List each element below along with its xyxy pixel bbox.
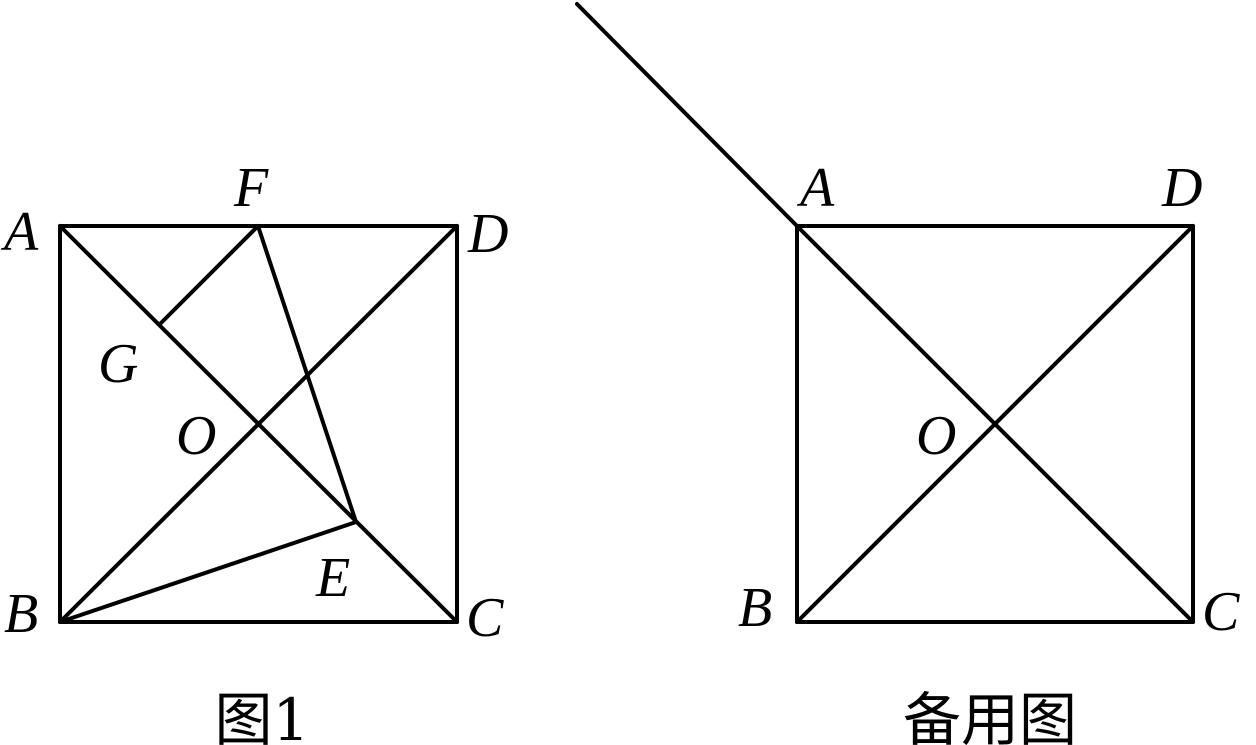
figure-2: A D O B C 备用图 xyxy=(575,2,1240,745)
diagonal-BD xyxy=(58,224,459,624)
label-E: E xyxy=(315,547,350,609)
diagonal-BD xyxy=(795,224,1195,624)
label-A: A xyxy=(0,201,39,263)
label-F: F xyxy=(233,157,269,219)
label-C: C xyxy=(1202,581,1240,643)
label-G: G xyxy=(98,333,138,395)
label-B: B xyxy=(738,577,772,639)
label-O: O xyxy=(916,405,956,467)
segment-FG xyxy=(158,224,260,326)
extension-line-through-A xyxy=(575,2,799,228)
caption-figure-1: 图1 xyxy=(215,686,310,745)
label-A: A xyxy=(796,157,835,219)
label-O: O xyxy=(176,405,216,467)
segment-BE xyxy=(58,520,358,624)
label-C: C xyxy=(466,587,504,649)
label-D: D xyxy=(1161,157,1202,219)
figure-1: A F D G O E B C 图1 xyxy=(0,157,508,745)
segment-FE xyxy=(256,224,358,524)
label-B: B xyxy=(4,583,38,645)
caption-figure-2: 备用图 xyxy=(903,686,1077,745)
label-D: D xyxy=(467,203,508,265)
